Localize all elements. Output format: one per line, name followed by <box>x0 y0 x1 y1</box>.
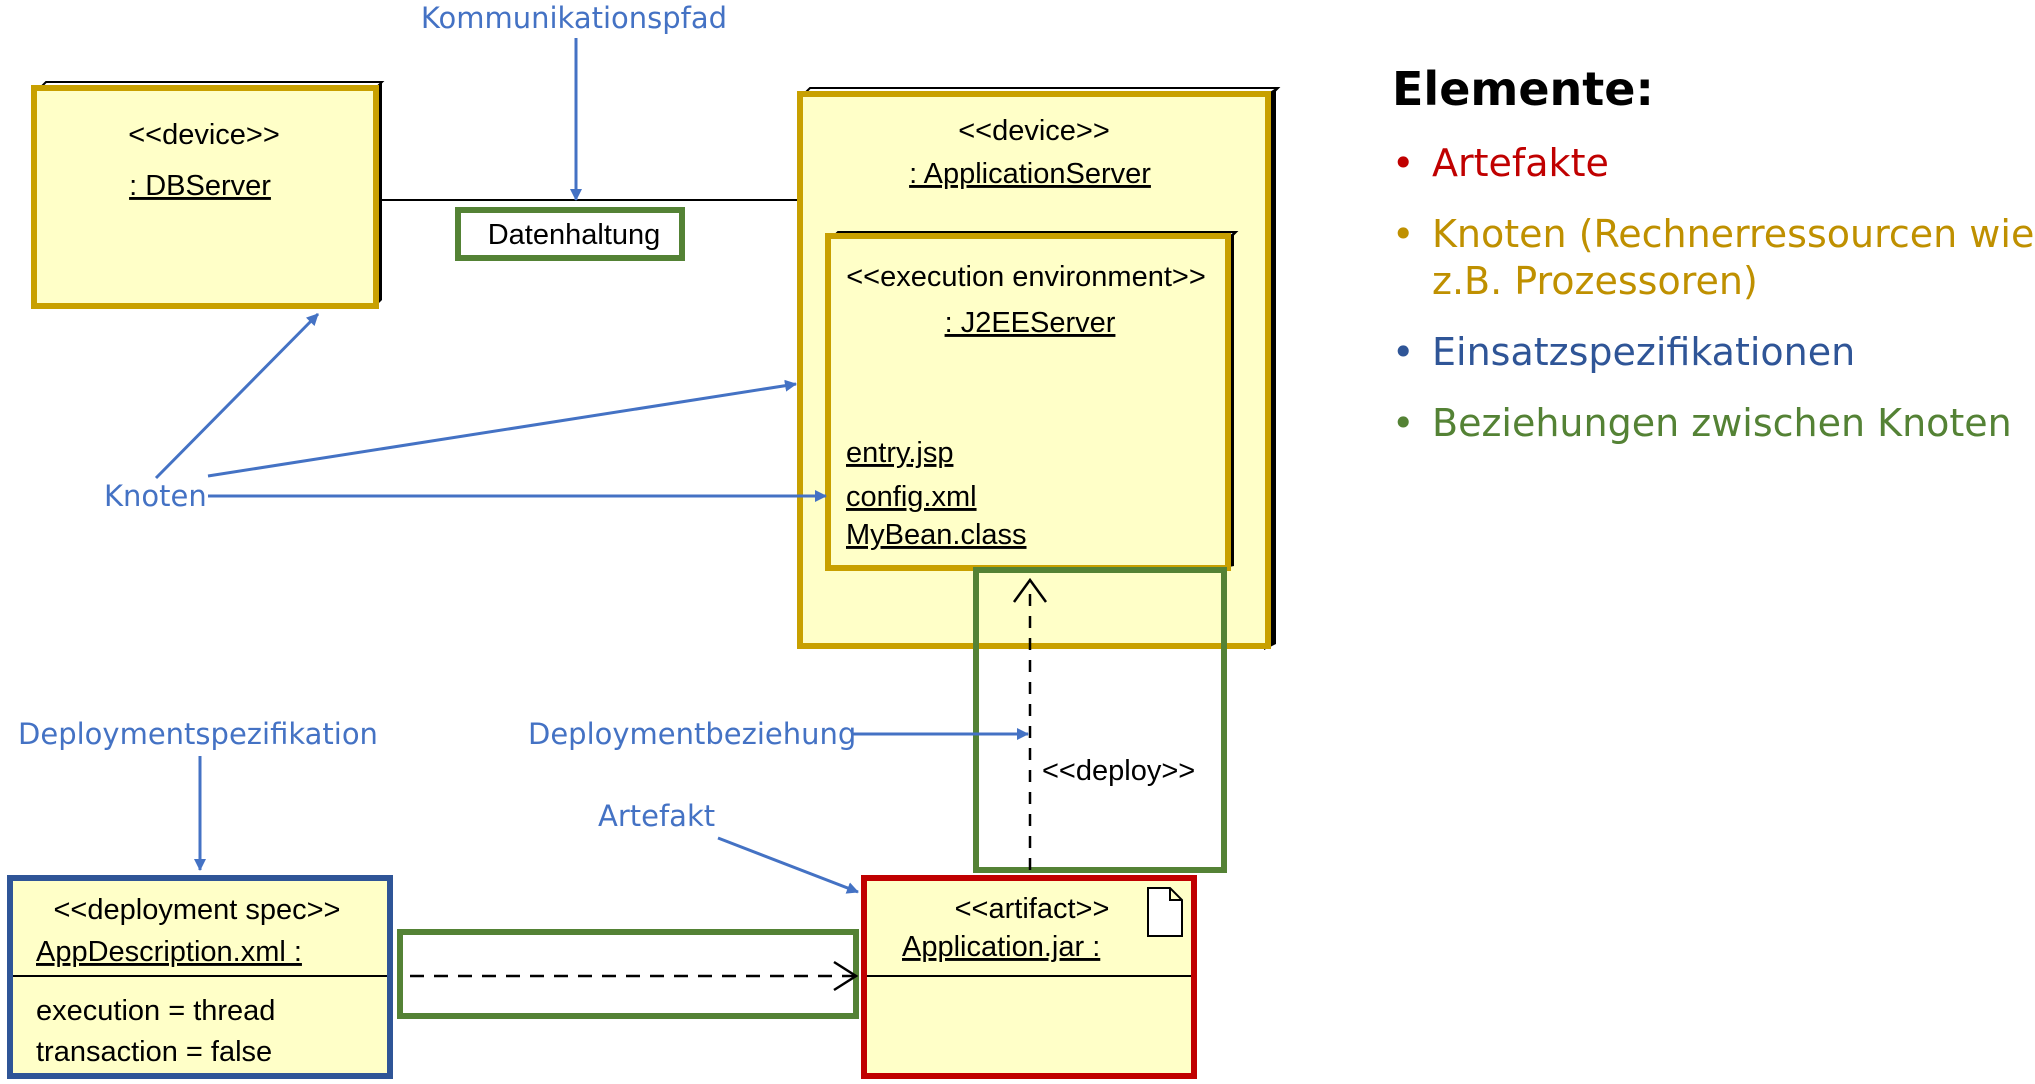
arrow-artefakt <box>717 836 859 894</box>
deployed-artifact-mybean-class: MyBean.class <box>846 519 1027 551</box>
dbserver-node: <<device>> : DBServer <box>31 81 385 309</box>
bullet-icon: • <box>1392 212 1415 256</box>
bullet-icon: • <box>1392 141 1415 185</box>
deploy-label: <<deploy>> <box>1042 755 1195 787</box>
deployment-spec-prop-execution: execution = thread <box>36 995 275 1027</box>
application-server-name: : ApplicationServer <box>909 158 1151 190</box>
annotation-artefakt: Artefakt <box>598 799 715 833</box>
deployed-artifact-config-xml: config.xml <box>846 481 977 513</box>
arrow-knoten-dbserver <box>154 312 320 480</box>
spec-artifact-relation-highlight <box>397 929 859 1019</box>
j2ee-execution-environment: <<execution environment>> : J2EEServer e… <box>825 231 1239 571</box>
deploy-arrowhead <box>1012 577 1048 603</box>
application-server-stereotype: <<device>> <box>958 115 1110 147</box>
list-item-einsatzspezifikationen: • Einsatzspezifikationen <box>1392 329 2035 376</box>
list-item-artefakte: • Artefakte <box>1392 140 2035 187</box>
list-item-label: Einsatzspezifikationen <box>1432 330 1856 374</box>
communication-path-label: Datenhaltung <box>455 207 685 261</box>
j2ee-name: : J2EEServer <box>945 307 1116 339</box>
deploy-relationship-highlight <box>973 567 1227 873</box>
bullet-icon: • <box>1392 330 1415 374</box>
bullet-icon: • <box>1392 401 1415 445</box>
deployment-spec-name: AppDescription.xml : <box>36 936 302 968</box>
deployment-spec-stereotype: <<deployment spec>> <box>54 894 341 926</box>
artifact-document-icon <box>1147 887 1183 937</box>
dbserver-stereotype: <<device>> <box>128 119 280 151</box>
dbserver-name: : DBServer <box>129 170 271 202</box>
elements-panel-title: Elemente: <box>1392 62 1654 116</box>
communication-path-name: Datenhaltung <box>488 219 661 251</box>
annotation-knoten: Knoten <box>104 479 207 513</box>
list-item-label: Artefakte <box>1432 141 1609 185</box>
list-item-label: Knoten (Rechnerressourcen wie z.B. Proze… <box>1432 212 2035 303</box>
elements-list: • Artefakte • Knoten (Rechnerressourcen wi… <box>1392 140 2035 471</box>
artifact-stereotype: <<artifact>> <box>955 893 1110 925</box>
annotation-deploymentspezifikation: Deploymentspezifikation <box>18 717 378 751</box>
list-item-beziehungen: • Beziehungen zwischen Knoten <box>1392 400 2035 447</box>
artifact-name: Application.jar : <box>902 931 1100 963</box>
arrow-knoten-appserver <box>207 379 797 478</box>
list-item-knoten: • Knoten (Rechnerressourcen wie z.B. Proz… <box>1392 211 2035 305</box>
deployment-spec-prop-transaction: transaction = false <box>36 1036 272 1068</box>
list-item-label: Beziehungen zwischen Knoten <box>1432 401 2012 445</box>
annotation-deploymentbeziehung: Deploymentbeziehung <box>528 717 856 751</box>
annotation-kommunikationspfad: Kommunikationspfad <box>421 1 727 35</box>
deployed-artifact-entry-jsp: entry.jsp <box>846 437 953 469</box>
artifact-node: <<artifact>> Application.jar : <box>861 875 1197 1079</box>
j2ee-stereotype: <<execution environment>> <box>846 261 1206 293</box>
deployment-spec-node: <<deployment spec>> AppDescription.xml :… <box>7 875 393 1079</box>
spec-artifact-arrowhead <box>833 960 859 992</box>
